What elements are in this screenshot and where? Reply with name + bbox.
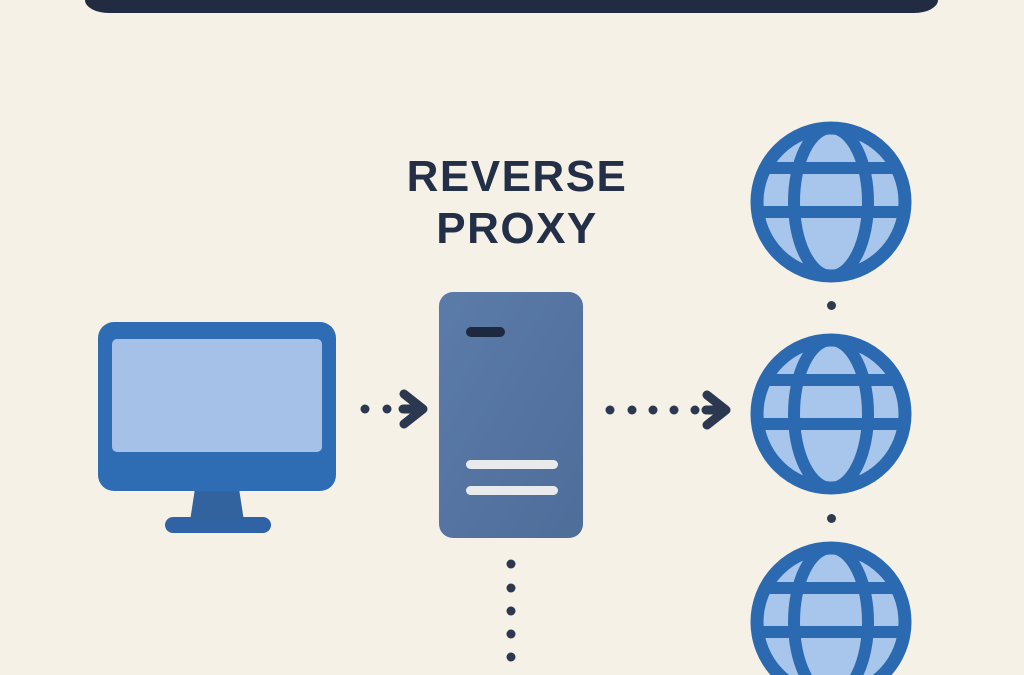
arrow-head: [701, 390, 731, 430]
monitor-icon: [98, 322, 336, 533]
dotted-arrow-proxy-to-servers-icon: [605, 390, 731, 430]
dotted-line-dots: [506, 559, 516, 662]
diagram-title-line2: PROXY: [436, 204, 598, 253]
globe-icon-1: [750, 121, 912, 283]
globe-sphere: [750, 541, 912, 675]
globe-connector-dot-1: [827, 301, 836, 310]
globe-sphere: [750, 121, 912, 283]
globe-grid: [755, 334, 907, 494]
server-icon: [439, 292, 583, 538]
diagram-title: REVERSE PROXY: [267, 151, 767, 255]
arrow-dots: [605, 405, 700, 415]
diagram-title-line1: REVERSE: [406, 152, 628, 201]
dotted-line-proxy-down-icon: [506, 559, 516, 662]
server-vent: [466, 327, 505, 337]
arrow-dots: [360, 404, 392, 414]
arrow-head: [398, 389, 428, 429]
server-slot-2: [466, 486, 558, 495]
server-body: [439, 292, 583, 538]
globe-sphere: [750, 333, 912, 495]
dotted-arrow-client-to-proxy-icon: [360, 389, 428, 429]
globe-icon-2: [750, 333, 912, 495]
top-bar: [85, 0, 938, 13]
globe-icon-3: [750, 541, 912, 675]
globe-grid: [755, 542, 907, 675]
monitor-stand: [190, 482, 244, 521]
server-slot-1: [466, 460, 558, 469]
globe-grid: [755, 122, 907, 282]
globe-connector-dot-2: [827, 514, 836, 523]
monitor-screen: [112, 339, 322, 452]
